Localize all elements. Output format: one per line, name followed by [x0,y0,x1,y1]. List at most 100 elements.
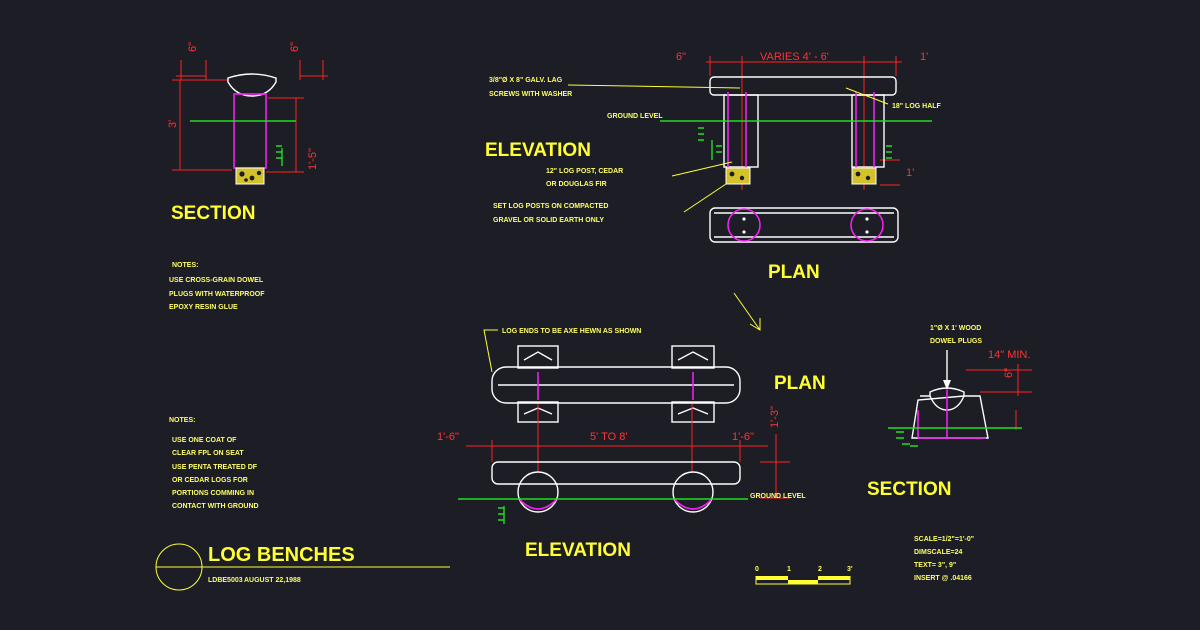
gravel-dot [249,175,255,181]
gravel-dot [739,175,745,181]
note-line: CONTACT WITH GROUND [172,503,259,510]
elevation-top-view: 6" VARIES 4' - 6' 1' 1' 3/8"Ø X 8" GALV.… [485,51,942,224]
scale-bar: 0 1 2 3' [755,566,853,585]
post-profile [911,395,989,439]
screw-dot [742,217,746,221]
label-loghalf: 18" LOG HALF [892,103,942,110]
dim-text: 1' [920,51,928,63]
scale-bar-outline [755,576,851,585]
dim-text: 6" [676,51,686,63]
note-line: USE PENTA TREATED DF [172,464,258,471]
gravel-dot [239,171,245,177]
ground-hatch [498,506,505,524]
leader-line [483,329,498,373]
drawing-code: LDBE5003 [208,577,243,584]
elevation-title: ELEVATION [485,140,591,161]
plan-top-view: PLAN [709,207,899,283]
plan-title: PLAN [768,262,820,283]
dim-text: 6" [289,42,301,52]
gravel-dot [855,171,861,177]
dim-text: VARIES 4' - 6' [760,51,829,63]
bench-seat-log [491,461,741,485]
axe-hewn-mark [523,351,709,415]
label-post: OR DOUGLAS FIR [546,181,607,188]
gravel-base [235,167,265,185]
scale-bar-label: 1 [787,566,791,573]
scale-info: SCALE=1/2"=1'-0" DIMSCALE=24 TEXT= 3", 9… [914,536,974,582]
scale-line: TEXT= 3", 9" [914,562,956,569]
gravel-dot [865,175,871,181]
dim-text: 14" MIN. [988,349,1030,361]
note-line: EPOXY RESIN GLUE [169,304,238,311]
log-post-right [672,471,714,513]
post-bot-right [671,401,715,423]
notes-heading: NOTES: [169,417,195,424]
leader-line [567,84,741,89]
arrow-icon [733,292,761,331]
note-line: PLUGS WITH WATERPROOF [169,291,265,298]
label-ends: LOG ENDS TO BE AXE HEWN AS SHOWN [502,328,641,335]
log-half-seat [227,73,277,97]
scale-bar-label: 3' [847,566,853,573]
label-dowel: DOWEL PLUGS [930,338,982,345]
notes-block-1: NOTES: USE CROSS-GRAIN DOWEL PLUGS WITH … [169,262,265,311]
leader-line [683,183,727,213]
post-top-left [517,345,559,369]
elevation-bottom-view: 1'-6" 5' TO 8' 1'-6" 1'-3" GROUND LEVEL … [437,404,806,561]
log-post-right [851,94,885,168]
dim-text: 6" [187,42,199,52]
dim-text: 1' [906,167,914,179]
plan-bottom-view: LOG ENDS TO BE AXE HEWN AS SHOWN PLAN [483,328,826,423]
dim-text: 1'-6" [437,431,459,443]
leader-line [671,161,733,177]
screw-dot [742,230,746,234]
leader-line [845,87,889,105]
post-plan-left [727,208,761,242]
screw-dot [865,230,869,234]
label-lag: SCREWS WITH WASHER [489,91,572,98]
log-post-left [517,471,559,513]
label-lag: 3/8"Ø X 8" GALV. LAG [489,77,563,84]
drawing-title: LOG BENCHES [208,544,355,566]
gravel-dot [256,170,262,176]
dim-text: 1'-3" [769,406,781,428]
post-plan-right [850,208,884,242]
section-title: SECTION [171,203,255,224]
note-line: OR CEDAR LOGS FOR [172,477,248,484]
notes-heading: NOTES: [172,262,198,269]
section-title: SECTION [867,479,951,500]
bench-log-top [491,366,741,404]
scale-line: DIMSCALE=24 [914,549,963,556]
elevation-title: ELEVATION [525,540,631,561]
note-line: USE CROSS-GRAIN DOWEL [169,277,264,284]
arrow-icon [943,380,951,390]
section-bottom-view: 1"Ø X 1' WOOD DOWEL PLUGS 14" MIN. 6" SE… [867,325,1032,500]
scale-bar-label: 2 [818,566,822,573]
dim-text: 5' TO 8' [590,431,627,443]
label-ground: GROUND LEVEL [607,113,663,120]
scale-bar-fill [788,580,818,584]
notes-block-2: NOTES: USE ONE COAT OF CLEAR FPL ON SEAT… [169,417,259,510]
gravel-dot [244,178,248,182]
dim-text: 3' [167,120,179,128]
dim-text: 6" [1003,368,1015,378]
ground-hatch [896,431,918,447]
log-half-seat [929,387,965,411]
log-post [233,93,267,169]
title-block: LOG BENCHES LDBE5003 AUGUST 22,1988 [155,543,450,591]
note-line: CLEAR FPL ON SEAT [172,450,244,457]
post-top-right [671,345,715,369]
gravel-base [725,167,751,185]
label-post: 12" LOG POST, CEDAR [546,168,623,175]
section-top-view: 6" 6" 3' 1'-5" SECTION [167,42,328,224]
note-line: USE ONE COAT OF [172,437,237,444]
bench-seat-log [709,76,897,96]
bench-log-plan [709,207,899,243]
drawing-date: AUGUST 22,1988 [244,577,301,584]
gravel-dot [729,171,735,177]
scale-line: INSERT @ .04166 [914,575,972,582]
dim-text: 1'-5" [307,148,319,170]
dim-text: 1'-6" [732,431,754,443]
ground-hatch [698,127,892,160]
